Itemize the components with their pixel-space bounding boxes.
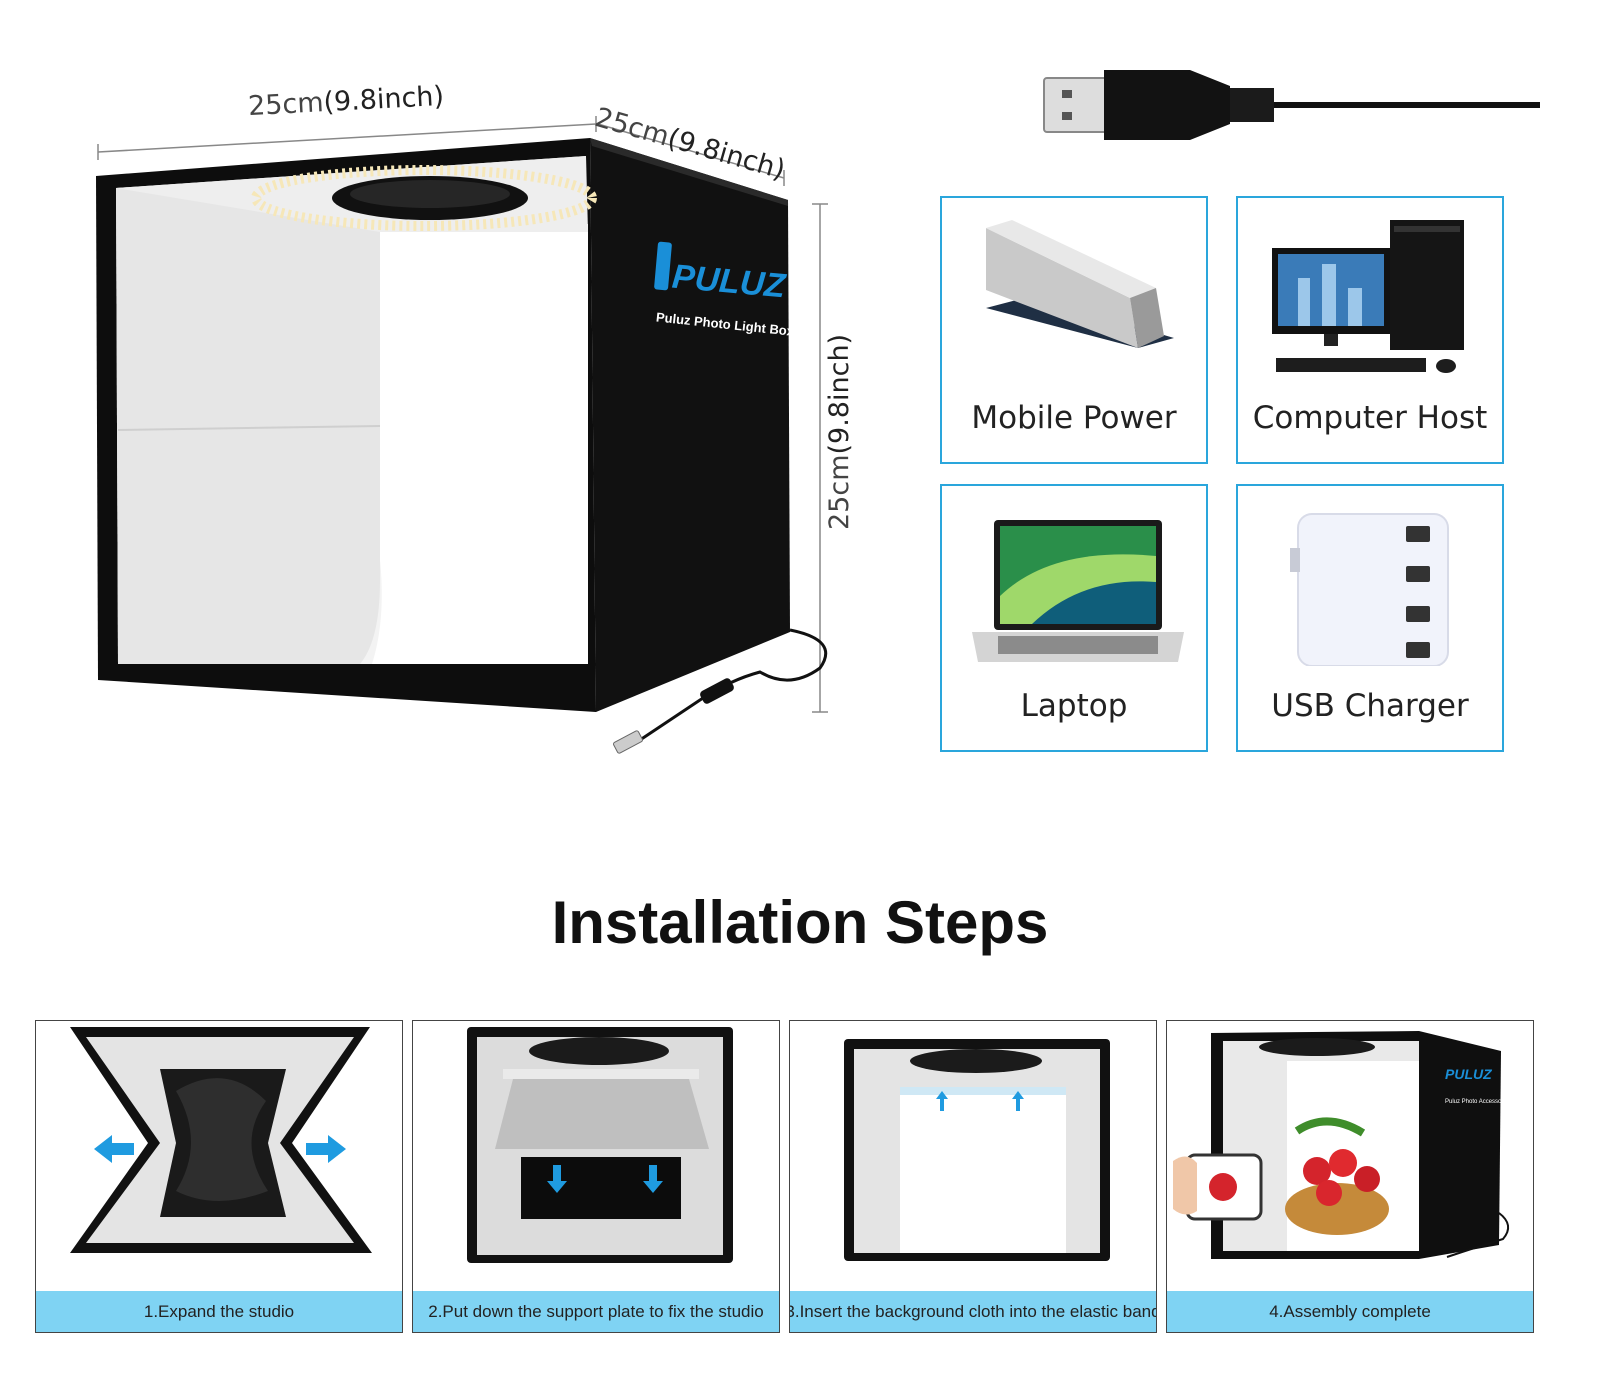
arrow-up-icon (936, 1091, 948, 1111)
arrow-left-icon (94, 1135, 134, 1163)
arrow-up-icon (1012, 1091, 1024, 1111)
background-cloth-illustration (844, 1039, 1110, 1261)
width-cm: 25cm (247, 87, 325, 123)
step-caption: 2.Put down the support plate to fix the … (413, 1291, 779, 1332)
step-panel-2: 2.Put down the support plate to fix the … (412, 1020, 780, 1333)
step-caption: 1.Expand the studio (36, 1291, 402, 1332)
installation-steps-title: Installation Steps (551, 889, 1049, 956)
desktop-computer-icon (1272, 220, 1464, 373)
step-panel-4: PULUZ Puluz Photo Accessories 4.Assembly… (1166, 1020, 1534, 1333)
power-source-card-laptop: Laptop (940, 484, 1208, 752)
height-dimension-label: 25cm(9.8inch) (824, 334, 855, 530)
power-bank-icon (986, 220, 1174, 348)
light-box-illustration: PULUZ Puluz Photo Light Box (96, 116, 828, 754)
step-panel-3: 3.Insert the background cloth into the e… (789, 1020, 1157, 1333)
power-source-label: Mobile Power (971, 400, 1177, 436)
usb-charger-icon (1290, 513, 1449, 666)
power-source-label: Laptop (1020, 688, 1128, 724)
step-caption: 4.Assembly complete (1167, 1291, 1533, 1332)
arrow-down-icon (547, 1165, 567, 1193)
assembled-studio-illustration: PULUZ Puluz Photo Accessories (1173, 1031, 1511, 1259)
laptop-icon (972, 520, 1184, 662)
arrow-down-icon (643, 1165, 663, 1193)
light-box-product: PULUZ Puluz Photo Light Box 25cm(9.8inch… (0, 0, 900, 800)
power-source-label: Computer Host (1252, 400, 1488, 436)
step-panel-1: 1.Expand the studio (35, 1020, 403, 1333)
power-source-card-usb-charger: USB Charger (1236, 484, 1504, 752)
step-caption: 3.Insert the background cloth into the e… (790, 1291, 1156, 1332)
usb-cable-icon (1043, 70, 1540, 140)
step4-brand-logo: PULUZ (1445, 1066, 1492, 1082)
step4-brand-label: Puluz Photo Accessories (1445, 1099, 1511, 1105)
power-source-label: USB Charger (1271, 688, 1469, 724)
height-inch: (9.8inch) (824, 333, 855, 455)
power-source-card-mobile-power: Mobile Power (940, 196, 1208, 464)
support-plate-illustration (467, 1027, 733, 1263)
arrow-right-icon (306, 1135, 346, 1163)
width-inch: (9.8inch) (322, 80, 445, 119)
power-source-card-computer-host: Computer Host (1236, 196, 1504, 464)
expanded-studio-illustration (70, 1027, 372, 1253)
height-cm: 25cm (824, 454, 855, 530)
